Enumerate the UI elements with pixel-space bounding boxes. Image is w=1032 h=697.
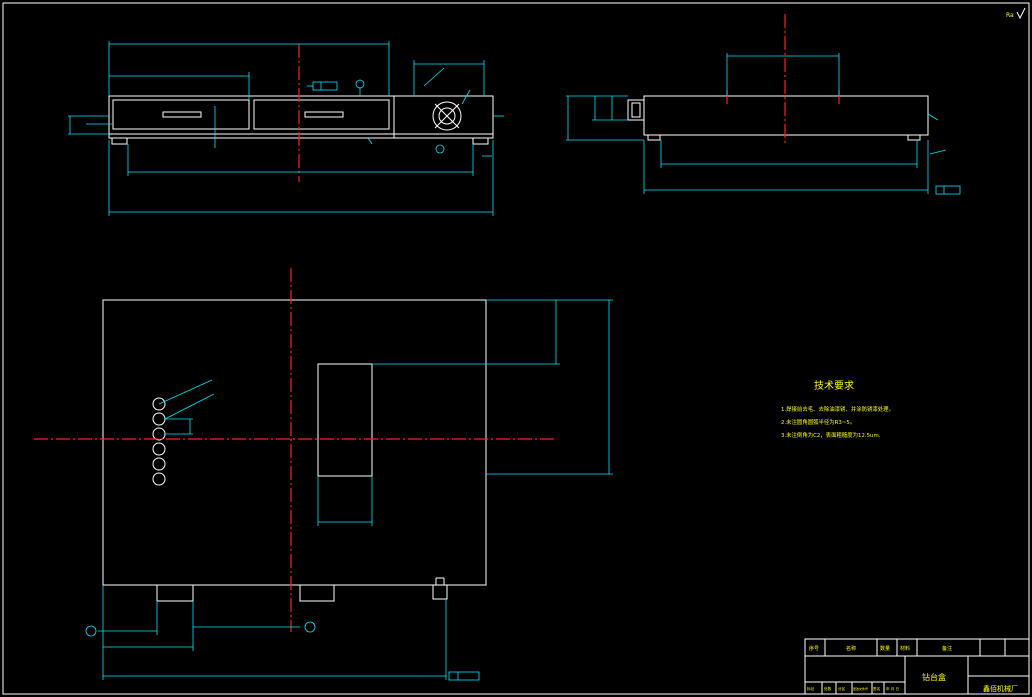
- technical-requirements: 技术要求 1.焊接前去毛、去除油漆锈、并涂防锈漆处理。 2.未注圆角圆弧半径为R…: [781, 379, 894, 439]
- top-view: [34, 268, 613, 681]
- revision-label: 分区: [838, 686, 846, 691]
- revision-label: 年 月 日: [886, 686, 899, 691]
- title-header-remark: 备注: [942, 645, 952, 652]
- organization-name: 鑫佰机械厂: [983, 684, 1018, 693]
- tech-requirement-line: 1.焊接前去毛、去除油漆锈、并涂防锈漆处理。: [781, 405, 894, 413]
- part-name: 钻台盒: [922, 672, 946, 682]
- front-view: [68, 41, 504, 216]
- title-header-material: 材料: [900, 645, 910, 652]
- title-block: 序号 名称 数量 材料 备注 钻台盒 鑫佰机械厂 标记 处数 分区 更改文件号 …: [804, 638, 1030, 695]
- revision-label: 签名: [873, 686, 881, 691]
- corner-roughness-mark: Ra: [1006, 12, 1014, 19]
- title-header-name: 名称: [846, 645, 856, 652]
- tech-requirement-line: 3.未注倒角为C2，表面粗糙度为12.5um.: [781, 431, 881, 439]
- title-header-qty: 数量: [880, 645, 890, 652]
- revision-label: 更改文件号: [853, 686, 868, 691]
- revision-label: 处数: [824, 686, 832, 691]
- title-header-no: 序号: [809, 645, 819, 652]
- roughness-symbol-icon: [1016, 7, 1026, 20]
- tech-requirements-title: 技术要求: [814, 379, 854, 392]
- revision-label: 标记: [807, 686, 815, 691]
- side-view: [566, 14, 961, 195]
- tech-requirement-line: 2.未注圆角圆弧半径为R3~5。: [781, 418, 855, 426]
